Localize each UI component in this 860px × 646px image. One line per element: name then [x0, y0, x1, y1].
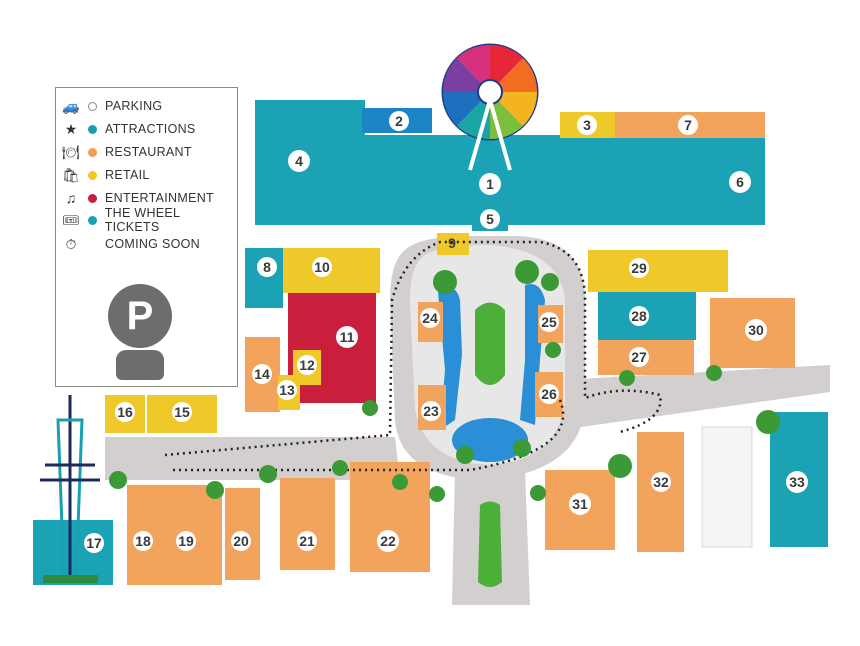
building-7[interactable]: 7 — [615, 112, 765, 138]
building-4[interactable]: 4 — [255, 100, 365, 225]
svg-text:33: 33 — [789, 474, 805, 490]
legend-item-retail: 🛍 RETAIL — [56, 165, 150, 185]
building-32[interactable]: 32 — [637, 432, 684, 552]
svg-text:5: 5 — [486, 211, 494, 227]
stopwatch-icon: ⏱ — [65, 235, 77, 252]
building-17[interactable]: 17 — [33, 520, 113, 585]
legend-dot-attractions — [88, 124, 97, 134]
car-icon: 🚙 — [62, 97, 80, 114]
legend-dot-parking — [88, 101, 97, 111]
building-33[interactable]: 33 — [770, 412, 828, 547]
drop-tower-icon — [40, 395, 100, 583]
svg-text:28: 28 — [631, 308, 647, 324]
parking-car-icon — [116, 350, 164, 380]
legend-item-parking: 🚙 PARKING — [56, 96, 162, 116]
svg-text:16: 16 — [117, 404, 133, 420]
building-11[interactable]: 11 — [288, 293, 376, 403]
legend-dot-wheel-tickets — [87, 215, 97, 225]
building-3[interactable]: 3 — [560, 112, 615, 138]
west-road — [105, 437, 400, 480]
svg-text:14: 14 — [254, 366, 270, 382]
svg-text:13: 13 — [279, 382, 295, 398]
legend-dot-retail — [88, 170, 97, 180]
building-9[interactable]: 9 — [437, 233, 469, 255]
svg-text:26: 26 — [541, 386, 557, 402]
svg-text:6: 6 — [736, 174, 744, 190]
svg-text:24: 24 — [422, 310, 438, 326]
building-coming-soon[interactable] — [701, 426, 753, 548]
legend-item-restaurant: 🍽 RESTAURANT — [56, 142, 192, 162]
legend-item-entertainment: ♫ ENTERTAINMENT — [56, 188, 214, 208]
building-29[interactable]: 29 — [588, 250, 728, 292]
legend-dot-restaurant — [88, 147, 97, 157]
ferris-wheel-icon — [441, 43, 539, 171]
building-28[interactable]: 28 — [598, 292, 696, 340]
svg-text:21: 21 — [299, 533, 315, 549]
svg-text:10: 10 — [314, 259, 330, 275]
ticket-icon: 🎟 — [62, 211, 80, 228]
dining-icon: 🍽 — [62, 143, 80, 160]
svg-text:31: 31 — [572, 496, 588, 512]
star-icon: ★ — [64, 120, 78, 137]
svg-text:15: 15 — [174, 404, 190, 420]
building-15[interactable]: 15 — [147, 395, 217, 433]
svg-text:27: 27 — [631, 349, 647, 365]
buildings: 4 1 2 5 3 7 6 8 10 11 9 14 12 13 16 15 2… — [33, 100, 828, 585]
legend-dot-entertainment — [88, 193, 97, 203]
center-lawn — [475, 302, 505, 385]
svg-text:29: 29 — [631, 260, 647, 276]
building-13[interactable]: 13 — [277, 375, 300, 410]
parking-badge: P — [108, 284, 172, 348]
building-30[interactable]: 30 — [710, 298, 795, 368]
svg-text:23: 23 — [423, 403, 439, 419]
svg-text:8: 8 — [263, 259, 271, 275]
building-25[interactable]: 25 — [538, 305, 563, 343]
svg-text:3: 3 — [583, 117, 591, 133]
building-6[interactable]: 6 — [615, 138, 765, 225]
building-21[interactable]: 21 — [280, 478, 335, 570]
svg-text:7: 7 — [684, 117, 692, 133]
trees — [109, 260, 780, 502]
legend-item-attractions: ★ ATTRACTIONS — [56, 119, 196, 139]
building-26[interactable]: 26 — [535, 372, 563, 417]
svg-text:2: 2 — [395, 113, 403, 129]
svg-text:32: 32 — [653, 474, 669, 490]
building-2[interactable]: 2 — [362, 108, 432, 133]
svg-text:20: 20 — [233, 533, 249, 549]
building-20[interactable]: 20 — [225, 488, 260, 580]
svg-text:19: 19 — [178, 533, 194, 549]
south-median-grass — [478, 501, 502, 587]
legend-item-wheel-tickets: 🎟 THE WHEEL TICKETS — [62, 206, 180, 234]
svg-text:1: 1 — [486, 176, 494, 192]
svg-text:11: 11 — [340, 329, 355, 345]
svg-text:22: 22 — [380, 533, 396, 549]
map-legend: 🚙 PARKING ★ ATTRACTIONS 🍽 RESTAURANT 🛍 R… — [55, 87, 238, 387]
building-24[interactable]: 24 — [418, 302, 443, 342]
building-23[interactable]: 23 — [418, 385, 446, 430]
svg-text:30: 30 — [748, 322, 764, 338]
svg-text:4: 4 — [295, 153, 303, 169]
building-14[interactable]: 14 — [245, 337, 280, 412]
svg-text:18: 18 — [135, 533, 151, 549]
building-16[interactable]: 16 — [105, 395, 145, 433]
building-31[interactable]: 31 — [545, 470, 615, 550]
building-22[interactable]: 22 — [350, 462, 430, 572]
svg-text:17: 17 — [86, 535, 102, 551]
shopping-bag-icon: 🛍 — [62, 166, 80, 183]
legend-dot-coming-soon — [88, 240, 97, 249]
building-8[interactable]: 8 — [245, 248, 283, 308]
building-10[interactable]: 10 — [283, 248, 380, 293]
building-27[interactable]: 27 — [598, 340, 694, 375]
building-5[interactable]: 5 — [472, 206, 508, 231]
svg-text:12: 12 — [299, 357, 315, 373]
music-note-icon: ♫ — [65, 190, 77, 206]
legend-item-coming-soon: ⏱ COMING SOON — [56, 234, 200, 254]
walking-route — [164, 240, 662, 472]
svg-text:25: 25 — [541, 314, 557, 330]
